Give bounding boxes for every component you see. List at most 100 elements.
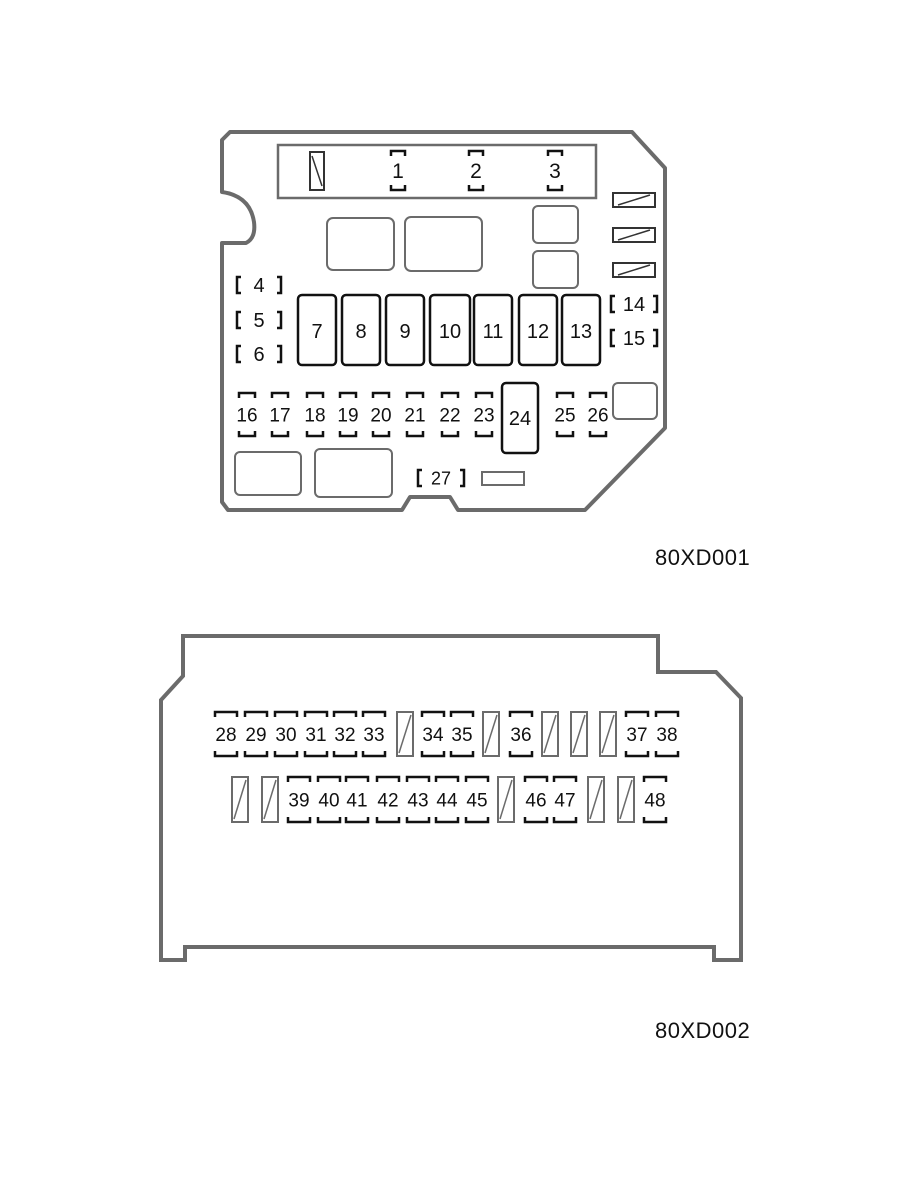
slot-label: 42: [377, 790, 398, 811]
fuse-slot-4: 4: [235, 275, 283, 297]
fuse-slot-34: 34: [420, 710, 446, 758]
slot-bracket-right: [277, 344, 283, 364]
slot-bracket-bottom: [332, 751, 358, 758]
slot-label: 48: [644, 790, 665, 811]
slot-bracket-top: [303, 710, 329, 717]
slot-bracket-top: [389, 149, 407, 156]
right-slot-group: 14 15: [609, 294, 659, 350]
fuse-block-2-outline: [159, 634, 743, 962]
slot-bracket-bottom: [243, 751, 269, 758]
bottom-slot-group: 27: [416, 468, 466, 488]
slot-bracket-top: [552, 775, 578, 782]
slot-bracket-bottom: [508, 751, 534, 758]
slot-bracket-top: [555, 391, 575, 398]
slot-bracket-top: [243, 710, 269, 717]
fuse-block-1-outline: [220, 130, 667, 512]
spare-slot-hatched: [541, 711, 559, 757]
slot-bracket-bottom: [270, 431, 290, 438]
slot-bracket-bottom: [654, 751, 680, 758]
fuse-label: 24: [509, 408, 531, 430]
spare-slot-hatched: [570, 711, 588, 757]
slot-bracket-right: [460, 468, 466, 488]
fuse-body: [384, 293, 426, 367]
fuse-slot-43: 43: [405, 775, 431, 824]
top-strip-hatched-slot: [309, 151, 325, 191]
fuse-slot-48: 48: [642, 775, 668, 824]
fuse-slot-31: 31: [303, 710, 329, 758]
spare-slot-outline: [396, 711, 414, 757]
spare-slot-hatch: [572, 714, 586, 754]
spare-slot-hatched: [587, 776, 605, 823]
slot-bracket-bottom: [316, 817, 342, 824]
fuse-label: 7: [311, 321, 322, 343]
fuse-slot-17: 17: [269, 391, 291, 438]
slot-bracket-bottom: [588, 431, 608, 438]
slot-label: 2: [470, 160, 482, 183]
slot-bracket-bottom: [624, 751, 650, 758]
slot-bracket-top: [237, 391, 257, 398]
relay-cavity: [404, 216, 483, 272]
fuse-slot-16: 16: [236, 391, 258, 438]
slot-bracket-bottom: [273, 751, 299, 758]
fuse-slot-33: 33: [361, 710, 387, 758]
slot-bracket-bottom: [467, 185, 485, 192]
slot-bracket-top: [405, 391, 425, 398]
slot-label: 46: [525, 790, 546, 811]
spare-slot-outline: [599, 711, 617, 757]
fuse-12: 12: [517, 293, 559, 367]
slot-bracket-top: [273, 710, 299, 717]
spare-slot-hatched: [612, 192, 656, 208]
fuse-slot-26: 26: [587, 391, 609, 438]
spare-slot-outline: [570, 711, 588, 757]
spare-slot-hatch: [484, 714, 498, 754]
relay-cavity: [612, 382, 658, 420]
slot-bracket-right: [277, 275, 283, 295]
slot-label: 44: [436, 790, 458, 811]
fuse-slot-37: 37: [624, 710, 650, 758]
fuse-label: 10: [439, 321, 461, 343]
fuse-slot-38: 38: [654, 710, 680, 758]
slot-bracket-top: [449, 710, 475, 717]
slot-bracket-top: [371, 391, 391, 398]
slot-label: 45: [466, 790, 487, 811]
slot-bracket-bottom: [344, 817, 370, 824]
fuse-slot-15: 15: [609, 328, 659, 350]
slot-label: 34: [422, 725, 444, 746]
fuse-label: 9: [399, 321, 410, 343]
small-slot: [481, 471, 525, 486]
slot-bracket-bottom: [213, 751, 239, 758]
spare-slot-hatched: [612, 262, 656, 278]
fuse-slot-32: 32: [332, 710, 358, 758]
spare-slot-hatch: [398, 714, 412, 754]
slot-bracket-top: [213, 710, 239, 717]
fuse-slot-28: 28: [213, 710, 239, 758]
slot-label: 33: [363, 725, 384, 746]
slot-bracket-top: [508, 710, 534, 717]
spare-slot-hatched: [599, 711, 617, 757]
fuse-9: 9: [384, 293, 426, 367]
slot-bracket-bottom: [523, 817, 549, 824]
slot-bracket-top: [305, 391, 325, 398]
fuse-8: 8: [340, 293, 382, 367]
fuse-slot-41: 41: [344, 775, 370, 824]
slot-label: 23: [473, 405, 494, 426]
slot-label: 3: [549, 160, 561, 183]
slot-bracket-bottom: [420, 751, 446, 758]
slot-label: 4: [253, 275, 264, 297]
fuse-slot-36: 36: [508, 710, 534, 758]
fuse-13: 13: [560, 293, 602, 367]
slot-bracket-top: [624, 710, 650, 717]
fuse-slot-14: 14: [609, 294, 659, 316]
slot-bracket-top: [316, 775, 342, 782]
spare-slot-hatched: [612, 227, 656, 243]
fuse-label: 12: [527, 321, 549, 343]
slot-label: 25: [554, 405, 575, 426]
slot-bracket-top: [654, 710, 680, 717]
fuse-24: 24: [500, 381, 540, 455]
slot-bracket-left: [609, 294, 615, 314]
slot-bracket-left: [609, 328, 615, 348]
top-fuse-strip: [276, 143, 598, 200]
spare-slot-hatched: [617, 776, 635, 823]
left-slot-group: 456: [235, 275, 283, 366]
